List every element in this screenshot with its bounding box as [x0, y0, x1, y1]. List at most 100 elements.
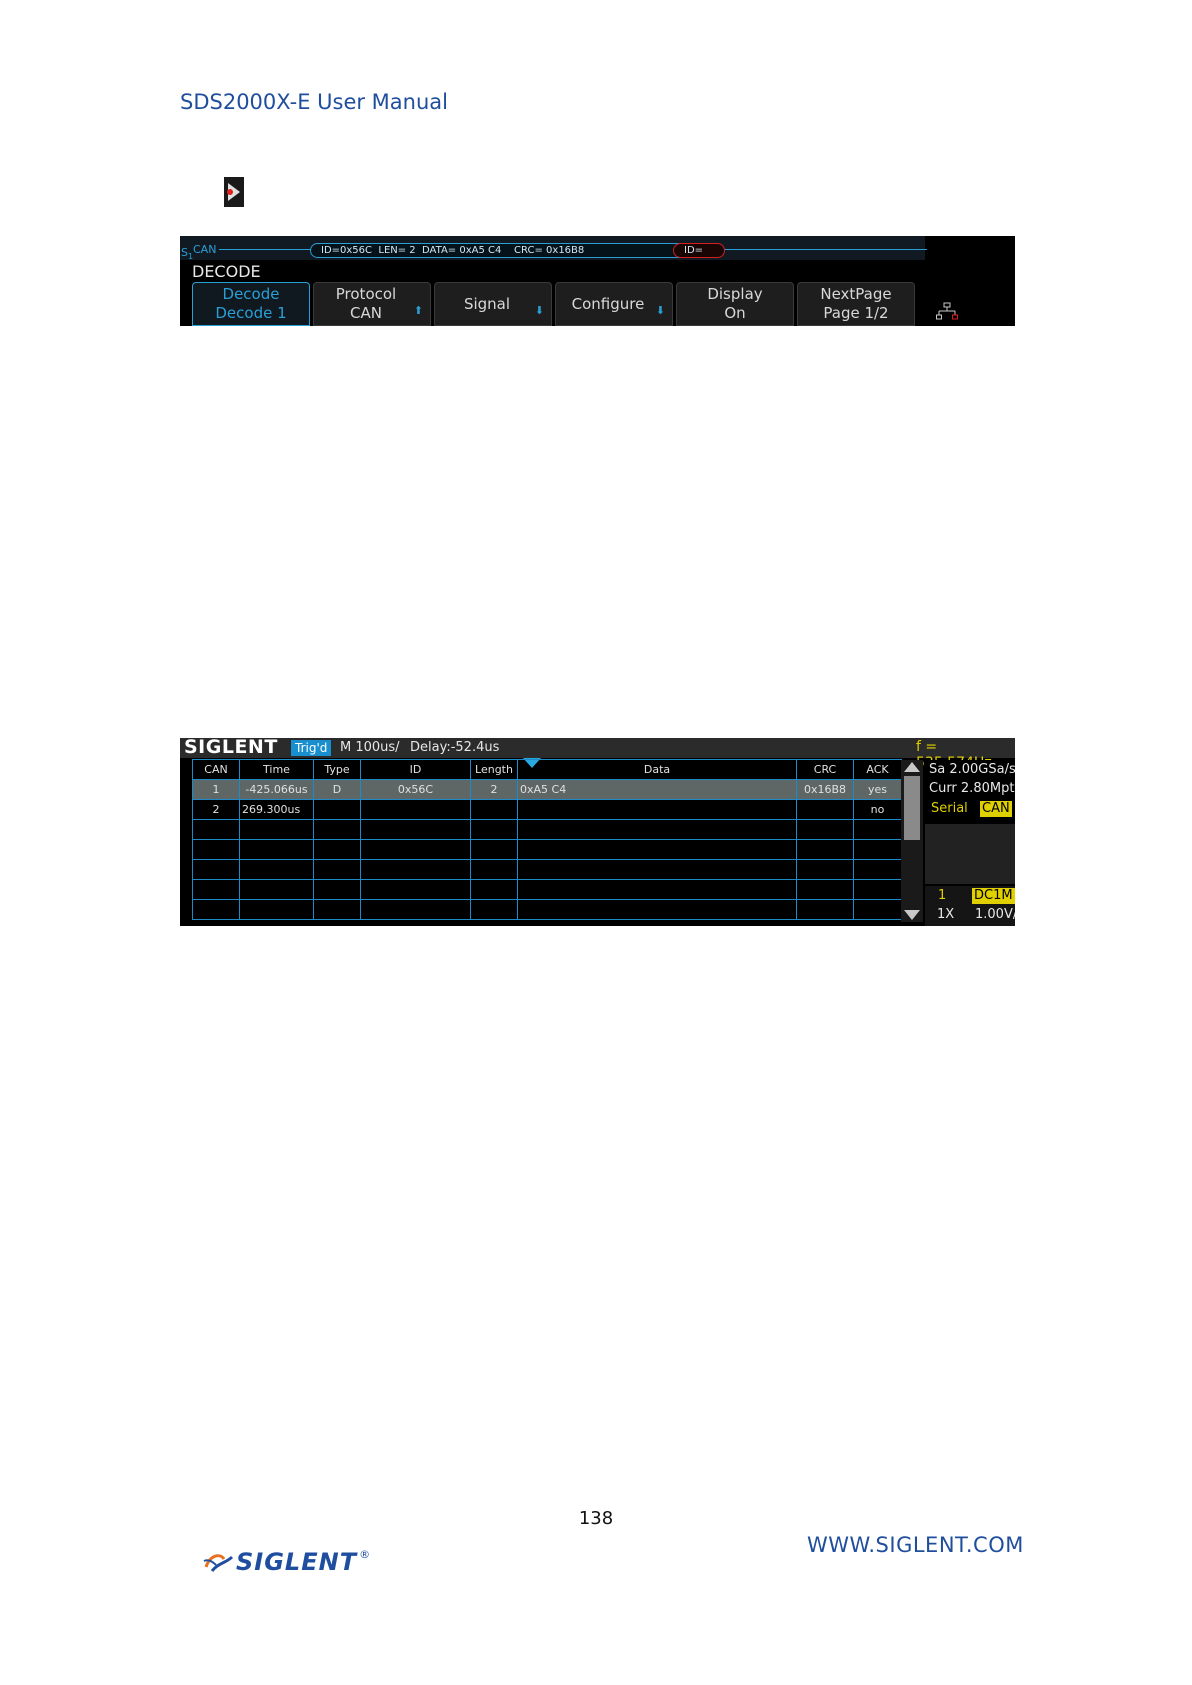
column-header: CAN	[192, 759, 240, 780]
table-cell	[853, 819, 902, 840]
table-cell	[853, 859, 902, 880]
table-cell	[239, 859, 314, 880]
table-cell	[313, 859, 361, 880]
scroll-thumb[interactable]	[904, 776, 920, 840]
softkey-value: Decode 1	[215, 304, 287, 322]
column-header: ID	[360, 759, 471, 780]
table-cell: no	[853, 799, 902, 820]
table-cell	[192, 859, 240, 880]
brand-logo: SIGLENT	[184, 738, 278, 758]
table-cell: yes	[853, 779, 902, 800]
table-cell: 0x56C	[360, 779, 471, 800]
table-cell	[517, 819, 797, 840]
serial-label: Serial	[931, 801, 968, 816]
nextpage-softkey[interactable]: NextPage Page 1/2	[797, 282, 915, 326]
table-cell	[313, 879, 361, 900]
table-cell	[517, 839, 797, 860]
status-bar: SIGLENT Trig'd M 100us/ Delay:-52.4us f …	[180, 738, 1015, 771]
softkey-label: Configure	[571, 294, 645, 313]
arrow-down-icon: ⬇	[655, 304, 665, 317]
table-cell	[470, 819, 518, 840]
table-row[interactable]	[192, 839, 902, 860]
table-cell	[360, 839, 471, 860]
table-row[interactable]	[192, 899, 902, 920]
table-cell	[360, 879, 471, 900]
table-cell	[313, 799, 361, 820]
table-cell	[470, 839, 518, 860]
column-header: Type	[313, 759, 361, 780]
column-header: Data	[517, 759, 797, 780]
channel-coupling-badge: DC1M	[972, 888, 1015, 904]
column-header: Length	[470, 759, 518, 780]
table-cell	[470, 879, 518, 900]
decode-error-icon	[224, 177, 244, 207]
bus-trace: S1 CAN ID=0x56C LEN= 2 DATA= 0xA5 C4 CRC…	[180, 236, 927, 261]
table-cell	[796, 839, 854, 860]
column-header: CRC	[796, 759, 854, 780]
scroll-down-icon[interactable]	[904, 910, 920, 920]
table-cell: 1	[192, 779, 240, 800]
softkey-label: Protocol	[335, 285, 397, 303]
scroll-up-icon[interactable]	[904, 762, 920, 772]
configure-softkey[interactable]: Configure ⬇	[555, 282, 673, 326]
table-cell	[313, 819, 361, 840]
table-cell	[313, 899, 361, 920]
table-cell	[239, 839, 314, 860]
website-url[interactable]: WWW.SIGLENT.COM	[807, 1533, 1024, 1557]
softkey-value: Page 1/2	[823, 304, 889, 322]
table-cell: 2	[192, 799, 240, 820]
table-cell: 269.300us	[239, 799, 314, 820]
softkey-label: Display	[707, 285, 763, 303]
table-row[interactable]	[192, 879, 902, 900]
table-row[interactable]	[192, 819, 902, 840]
table-cell	[360, 859, 471, 880]
decode-softkey[interactable]: Decode Decode 1	[192, 282, 310, 326]
softkey-value: CAN	[350, 304, 382, 322]
table-cell	[796, 819, 854, 840]
softkey-menu: Decode Decode 1 Protocol CAN ⬆ Signal ⬇ …	[192, 282, 915, 326]
channel-number: 1	[938, 888, 947, 903]
table-row[interactable]	[192, 859, 902, 880]
table-cell	[192, 819, 240, 840]
sample-rate: Sa 2.00GSa/s	[929, 762, 1015, 777]
logo-wordmark: SIGLENT	[236, 1548, 358, 1576]
table-cell	[517, 799, 797, 820]
bus-can-label: CAN	[193, 243, 220, 256]
softkey-value: On	[724, 304, 746, 322]
column-header: Time	[239, 759, 314, 780]
protocol-softkey[interactable]: Protocol CAN ⬆	[313, 282, 431, 326]
vertical-scale: 1.00V/	[975, 907, 1015, 922]
table-cell	[192, 839, 240, 860]
table-cell: 0x16B8	[796, 779, 854, 800]
page-number: 138	[578, 1508, 614, 1529]
table-cell: -425.066us	[239, 779, 314, 800]
serial-protocol-badge: CAN	[980, 801, 1012, 817]
table-cell	[517, 899, 797, 920]
table-cell	[853, 899, 902, 920]
siglent-logo: SIGLENT ®	[202, 1547, 370, 1577]
softkey-label: Signal	[463, 294, 511, 313]
network-icon	[936, 302, 958, 320]
table-cell	[313, 839, 361, 860]
page-header-title: SDS2000X-E User Manual	[180, 90, 448, 114]
decode-menu-screenshot: S1 CAN ID=0x56C LEN= 2 DATA= 0xA5 C4 CRC…	[180, 236, 1015, 326]
can-frame-decode: ID=0x56C LEN= 2 DATA= 0xA5 C4 CRC= 0x16B…	[310, 243, 688, 258]
column-header: ACK	[853, 759, 902, 780]
table-cell	[239, 819, 314, 840]
trigger-status-badge: Trig'd	[291, 740, 332, 756]
signal-softkey[interactable]: Signal ⬇	[434, 282, 552, 326]
table-cell	[360, 799, 471, 820]
table-scrollbar[interactable]	[901, 760, 923, 922]
table-cell	[796, 879, 854, 900]
table-cell	[470, 799, 518, 820]
table-cell	[470, 859, 518, 880]
table-cell: 0xA5 C4	[517, 779, 797, 800]
acquisition-side-panel: Sa 2.00GSa/s Curr 2.80Mpts Serial CAN 1 …	[925, 760, 1015, 926]
table-cell	[853, 839, 902, 860]
display-softkey[interactable]: Display On	[676, 282, 794, 326]
table-cell: D	[313, 779, 361, 800]
